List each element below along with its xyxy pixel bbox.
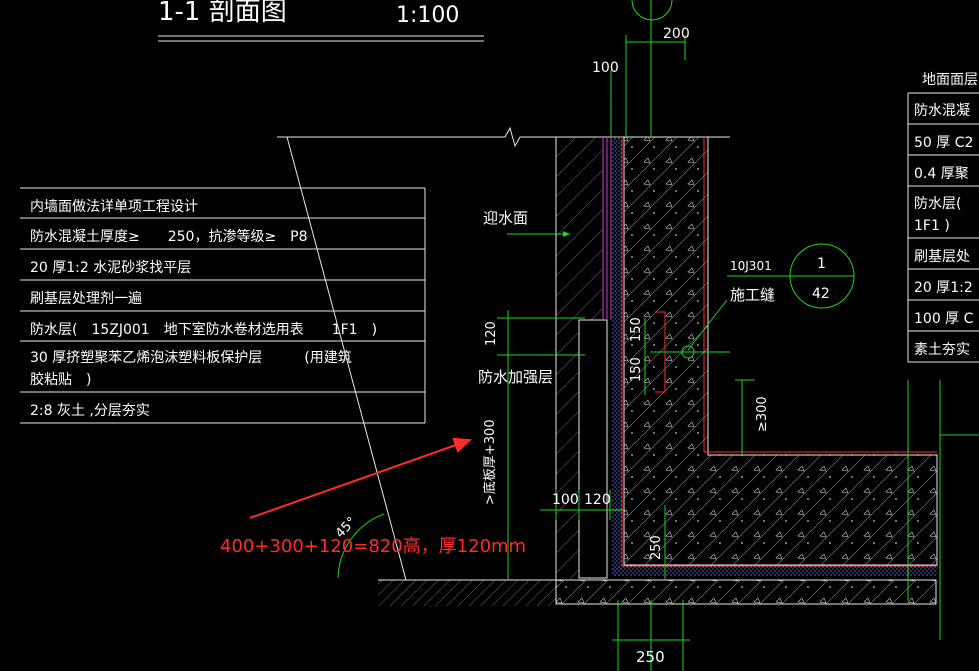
red-annotation: 400+300+120=820高，厚120mm [220, 536, 527, 557]
left-row-1: 内墙面做法详单项工程设计 [30, 199, 198, 215]
facing-water-text: 迎水面 [483, 209, 528, 227]
slope-line [286, 136, 407, 581]
joint-label: 施工缝 [730, 286, 775, 304]
right-row-4: 0.4 厚聚 [914, 166, 969, 182]
drawing-title: 1-1 剖面图 1:100 [158, 0, 484, 42]
angle-arc [337, 513, 385, 579]
title-name: 1-1 剖面图 [158, 0, 287, 27]
circle-top: 1 [817, 256, 826, 272]
left-note-table: 内墙面做法详单项工程设计 防水混凝土厚度≥ 250，抗渗等级≥ P8 20 厚1… [20, 187, 426, 424]
right-row-10: 素土夯实 [914, 342, 970, 358]
left-row-5: 防水层( 15ZJ001 地下室防水卷材选用表 1F1 ) [30, 321, 377, 338]
left-row-3: 20 厚1:2 水泥砂浆找平层 [30, 260, 191, 276]
dim-reinforce: 120 防水加强层 >底板厚+300 [478, 310, 585, 580]
reinforce-label: 防水加强层 [478, 368, 553, 386]
dim-150-pair: 150 150 [629, 317, 646, 395]
dim-100-bot: 100 [552, 492, 579, 508]
right-row-1: 地面面层 [922, 72, 978, 88]
left-row-6: 30 厚挤塑聚苯乙烯泡沫塑料板保护层 (用建筑 [30, 349, 352, 366]
dim-150b: 150 [629, 357, 644, 382]
right-row-6: 1F1 ) [914, 218, 950, 234]
left-row-8: 2:8 灰土 ,分层夯实 [30, 403, 150, 419]
dim-200: 200 100 [592, 26, 690, 137]
right-row-3: 50 厚 C2 [914, 135, 973, 151]
dim-250: 250 250 [612, 505, 690, 671]
annotation-arrow [249, 437, 472, 519]
dim-250-v: 250 [649, 535, 664, 560]
facing-water-label: 迎水面 [483, 209, 570, 237]
axis-lines [631, 0, 979, 671]
earth-base [378, 579, 937, 606]
dim-120-bot: 120 [584, 492, 611, 508]
dim-bottom: 100 120 [540, 490, 625, 520]
dim-100-top-label: 100 [592, 60, 619, 76]
dim-150a: 150 [629, 317, 644, 342]
left-row-7: 胶粘贴 ) [30, 371, 91, 388]
right-row-7: 刷基层处 [914, 248, 970, 265]
right-row-8: 20 厚1:2 [914, 280, 973, 296]
right-row-2: 防水混凝 [914, 103, 970, 119]
dim-side: >底板厚+300 [482, 419, 498, 505]
dim-120-v: 120 [484, 321, 499, 346]
dim-300-label: ≥300 [755, 396, 770, 432]
right-row-5: 防水层( [914, 196, 961, 212]
right-row-9: 100 厚 C [914, 311, 974, 327]
circle-bottom: 42 [812, 286, 830, 302]
title-scale: 1:100 [396, 3, 459, 28]
protection-layer [555, 137, 608, 580]
dim-300: ≥300 [735, 379, 770, 455]
dim-250-bot: 250 [636, 648, 665, 666]
left-row-2: 防水混凝土厚度≥ 250，抗渗等级≥ P8 [30, 228, 308, 245]
joint-callout: 10J301 施工缝 1 42 [650, 243, 855, 393]
dim-200-label: 200 [663, 26, 690, 42]
waterproof-layers [602, 137, 937, 576]
std-ref: 10J301 [730, 259, 772, 273]
concrete-structure [623, 136, 938, 566]
ground-line [277, 126, 730, 148]
right-note-table: 地面面层 防水混凝 50 厚 C2 0.4 厚聚 防水层( 1F1 ) 刷基层处… [907, 72, 979, 363]
left-row-4: 刷基层处理剂一遍 [30, 290, 142, 307]
